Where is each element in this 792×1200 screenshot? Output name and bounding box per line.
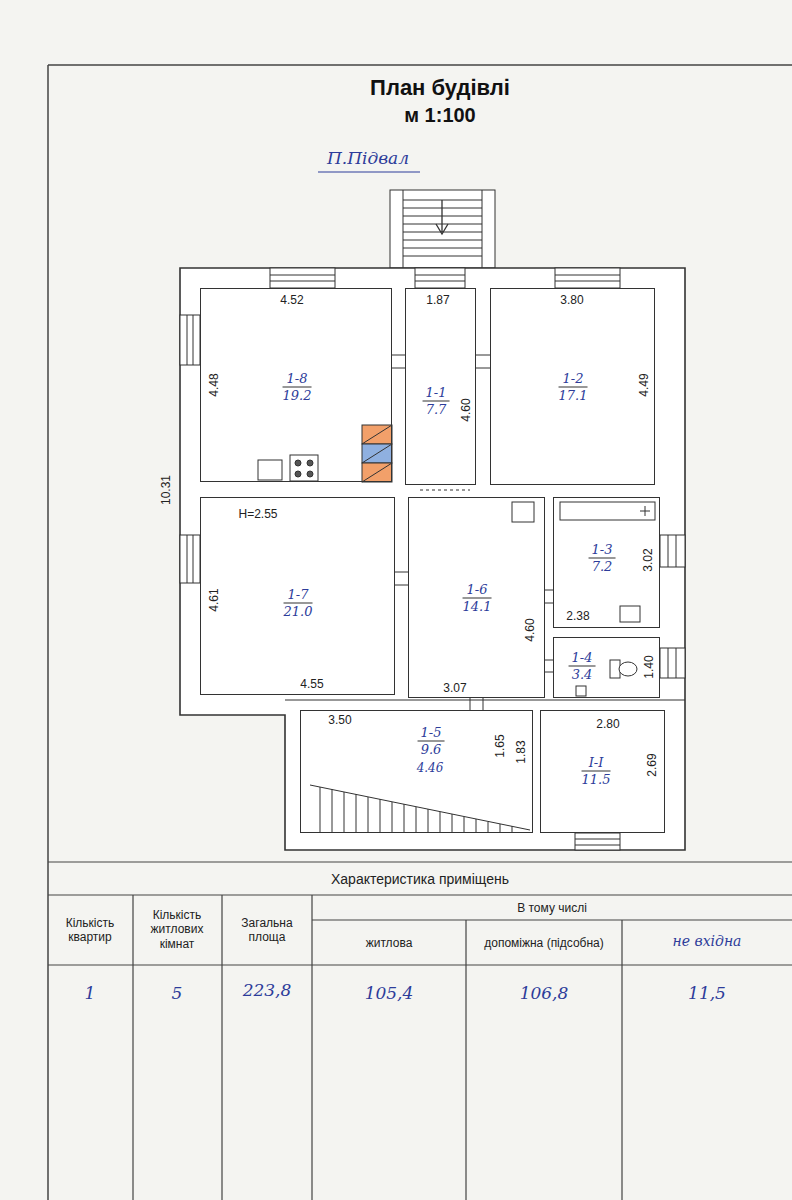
room-area: 19.2 (283, 388, 312, 404)
room-area: 17.1 (559, 388, 588, 404)
underline (318, 172, 420, 173)
room-number: 1-8 (283, 371, 312, 388)
room: 1-59.6 (300, 710, 533, 833)
dimension: 1.87 (426, 293, 449, 307)
room-area: 9.6 (418, 742, 445, 758)
table-header: допоміжна (підсобна) (474, 936, 614, 950)
room-area: 11.5 (582, 772, 611, 788)
room-number: 1-7 (284, 587, 313, 604)
dimension: 3.02 (641, 548, 655, 571)
room-label: 1-43.4 (569, 650, 596, 683)
dimension: 4.55 (300, 677, 323, 691)
dimension: 2.69 (645, 753, 659, 776)
room-number: 1-3 (589, 542, 616, 559)
sanitary-fixtures (512, 502, 655, 696)
table-header: Загальна площа (226, 916, 308, 945)
dimension: 3.07 (443, 681, 466, 695)
dimension: 4.48 (207, 373, 221, 396)
table-value: 223,8 (227, 980, 307, 1000)
dimension: 2.80 (596, 717, 619, 731)
room-label: 1-37.2 (589, 542, 616, 575)
room-label: 1-17.7 (423, 385, 450, 418)
table-value: 5 (142, 983, 212, 1003)
dimension: 4.46 (417, 761, 444, 775)
room-area: 7.2 (589, 559, 616, 575)
room-label: 1-819.2 (283, 371, 312, 404)
room-number: 1-4 (569, 650, 596, 667)
frame-line (48, 65, 792, 1200)
room-label: I-I11.5 (582, 755, 611, 788)
room: 1-614.1 (408, 497, 545, 698)
table-value: 11,5 (657, 983, 757, 1003)
room: 1-17.7 (405, 288, 476, 485)
table-value: 105,4 (339, 983, 439, 1003)
table-header: житлова (319, 936, 459, 950)
table-grid (48, 862, 792, 1200)
room-area: 21.0 (284, 604, 313, 620)
table-header: Кількість квартир (50, 916, 130, 945)
dimension: 1.40 (642, 655, 656, 678)
dimension: 4.49 (637, 373, 651, 396)
dimension: 4.61 (207, 588, 221, 611)
table-value: 1 (55, 983, 125, 1003)
table-heading: Характеристика приміщень (331, 871, 509, 888)
room-area: 7.7 (423, 402, 450, 418)
kitchen-fixtures (258, 425, 392, 482)
room-number: 1-5 (418, 725, 445, 742)
table-header: Кількість житлових кімнат (136, 908, 218, 951)
floor-name: П.Підвал (327, 148, 409, 168)
door-mark (392, 355, 553, 710)
entrance-stairs (390, 190, 495, 268)
table-value: 106,8 (494, 983, 594, 1003)
outer-wall (180, 268, 685, 850)
room-number: 1-2 (559, 371, 588, 388)
room: 1-819.2 (200, 288, 392, 482)
room-number: 1-1 (423, 385, 450, 402)
table-header: В тому числі (402, 901, 702, 915)
room-number: 1-6 (463, 582, 492, 599)
inner-wall (285, 699, 685, 700)
room-label: 1-217.1 (559, 371, 588, 404)
scale-label: м 1:100 (404, 103, 476, 127)
dimension: 3.50 (328, 713, 351, 727)
plan-title: План будівлі (370, 75, 510, 101)
room-label: 1-59.6 (418, 725, 445, 758)
dimension: 10.31 (159, 475, 173, 505)
room-area: 14.1 (463, 599, 492, 615)
room-area: 3.4 (569, 667, 596, 683)
dimension: 2.38 (566, 609, 589, 623)
dimension: 1.65 (493, 734, 507, 757)
basement-stairs (310, 785, 530, 833)
dimension: 1.83 (514, 740, 528, 763)
table-header: не вхідна (632, 933, 782, 950)
room: 1-217.1 (490, 288, 655, 485)
room-label: 1-721.0 (284, 587, 313, 620)
dimension: 4.60 (459, 398, 473, 421)
dimension: 4.52 (280, 293, 303, 307)
room-number: I-I (582, 755, 611, 772)
dimension: H=2.55 (238, 507, 277, 521)
dimension: 4.60 (523, 618, 537, 641)
room: 1-721.0 (200, 497, 395, 695)
dimension: 3.80 (560, 293, 583, 307)
window-symbol (180, 268, 685, 850)
room-label: 1-614.1 (463, 582, 492, 615)
